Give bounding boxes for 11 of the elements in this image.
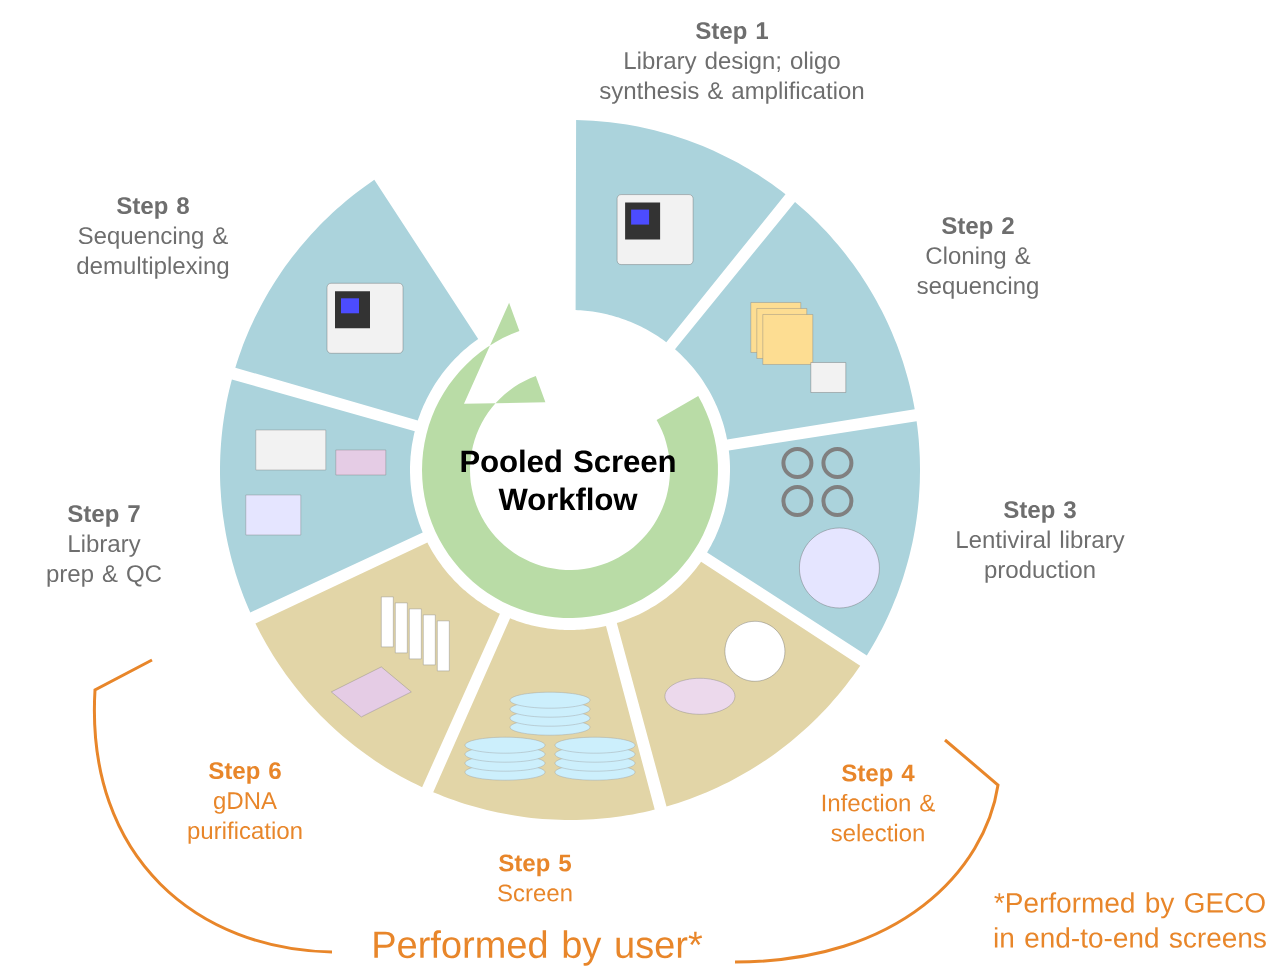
step-label: Step 8 Sequencing & demultiplexing	[77, 197, 229, 279]
footnote: *Performed by GECO in end-to-end screens	[994, 892, 1266, 948]
step-label: Step 7 Library prep & QC	[47, 505, 162, 587]
step-label: Step 5 Screen	[498, 854, 572, 902]
step-label: Step 4 Infection & selection	[822, 764, 935, 842]
step-label: Step 1 Library design; oligo synthesis & amplification	[599, 22, 864, 104]
workflow-title: Pooled Screen Workflow	[461, 449, 675, 511]
step-label: Step 3 Lentiviral library production	[957, 501, 1125, 583]
step-label: Step 6 gDNA purification	[188, 762, 302, 844]
step-label: Step 2 Cloning & sequencing	[917, 217, 1038, 299]
bracket-label: Performed by user*	[374, 930, 703, 966]
